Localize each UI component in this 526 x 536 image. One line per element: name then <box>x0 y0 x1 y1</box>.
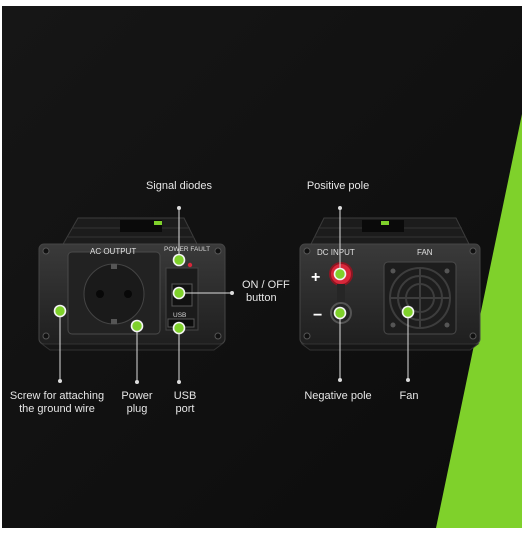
signal-diodes-callout <box>172 206 186 267</box>
usb-label: USB <box>173 312 186 319</box>
plus-sign: + <box>311 269 320 286</box>
signal-diodes-marker <box>172 253 186 267</box>
positive-pole-marker <box>333 267 347 281</box>
inverter-diagram: AC OUTPUT POWER FAULT USB + − DC INPUT F… <box>2 6 522 528</box>
on-off-text-line1: ON / OFF <box>242 279 290 291</box>
diagram-stage: AC OUTPUT POWER FAULT USB + − DC INPUT F… <box>2 6 522 528</box>
power-fault-label: POWER FAULT <box>164 246 210 253</box>
inverter-dc-side: + − DC INPUT FAN <box>299 217 481 351</box>
power-plug-callout <box>130 319 144 384</box>
power-plug-text-line2: plug <box>127 403 148 415</box>
on-off-text-line2: button <box>246 292 277 304</box>
usb-port-text-line1: USB <box>174 390 197 402</box>
negative-pole-marker <box>333 306 347 320</box>
minus-sign: − <box>313 307 322 324</box>
inverter-ac-side: AC OUTPUT POWER FAULT USB <box>38 217 226 351</box>
top-window <box>120 220 162 232</box>
fan-marker <box>401 305 415 319</box>
fan-callout <box>401 305 415 382</box>
positive-pole-text: Positive pole <box>307 180 369 192</box>
screw-marker <box>53 304 67 318</box>
power-plug-marker <box>130 319 144 333</box>
brand-mark <box>154 221 162 225</box>
positive-pole-callout <box>333 206 347 281</box>
negative-pole-callout <box>333 306 347 382</box>
screw-text-line1: Screw for attaching <box>10 390 104 402</box>
on-off-callout <box>172 286 234 300</box>
usb-port-text-line2: port <box>176 403 195 415</box>
fan-text: Fan <box>400 390 419 402</box>
usb-port-callout <box>172 321 186 384</box>
on-off-marker <box>172 286 186 300</box>
signal-diodes-text: Signal diodes <box>146 180 213 192</box>
screw-callout <box>53 304 67 383</box>
usb-port-marker <box>172 321 186 335</box>
negative-pole-text: Negative pole <box>304 390 371 402</box>
screw-text-line2: the ground wire <box>19 403 95 415</box>
ac-output-label: AC OUTPUT <box>90 247 136 256</box>
power-plug-text-line1: Power <box>121 390 153 402</box>
dc-input-label: DC INPUT <box>317 248 355 257</box>
fan-label: FAN <box>417 248 433 257</box>
